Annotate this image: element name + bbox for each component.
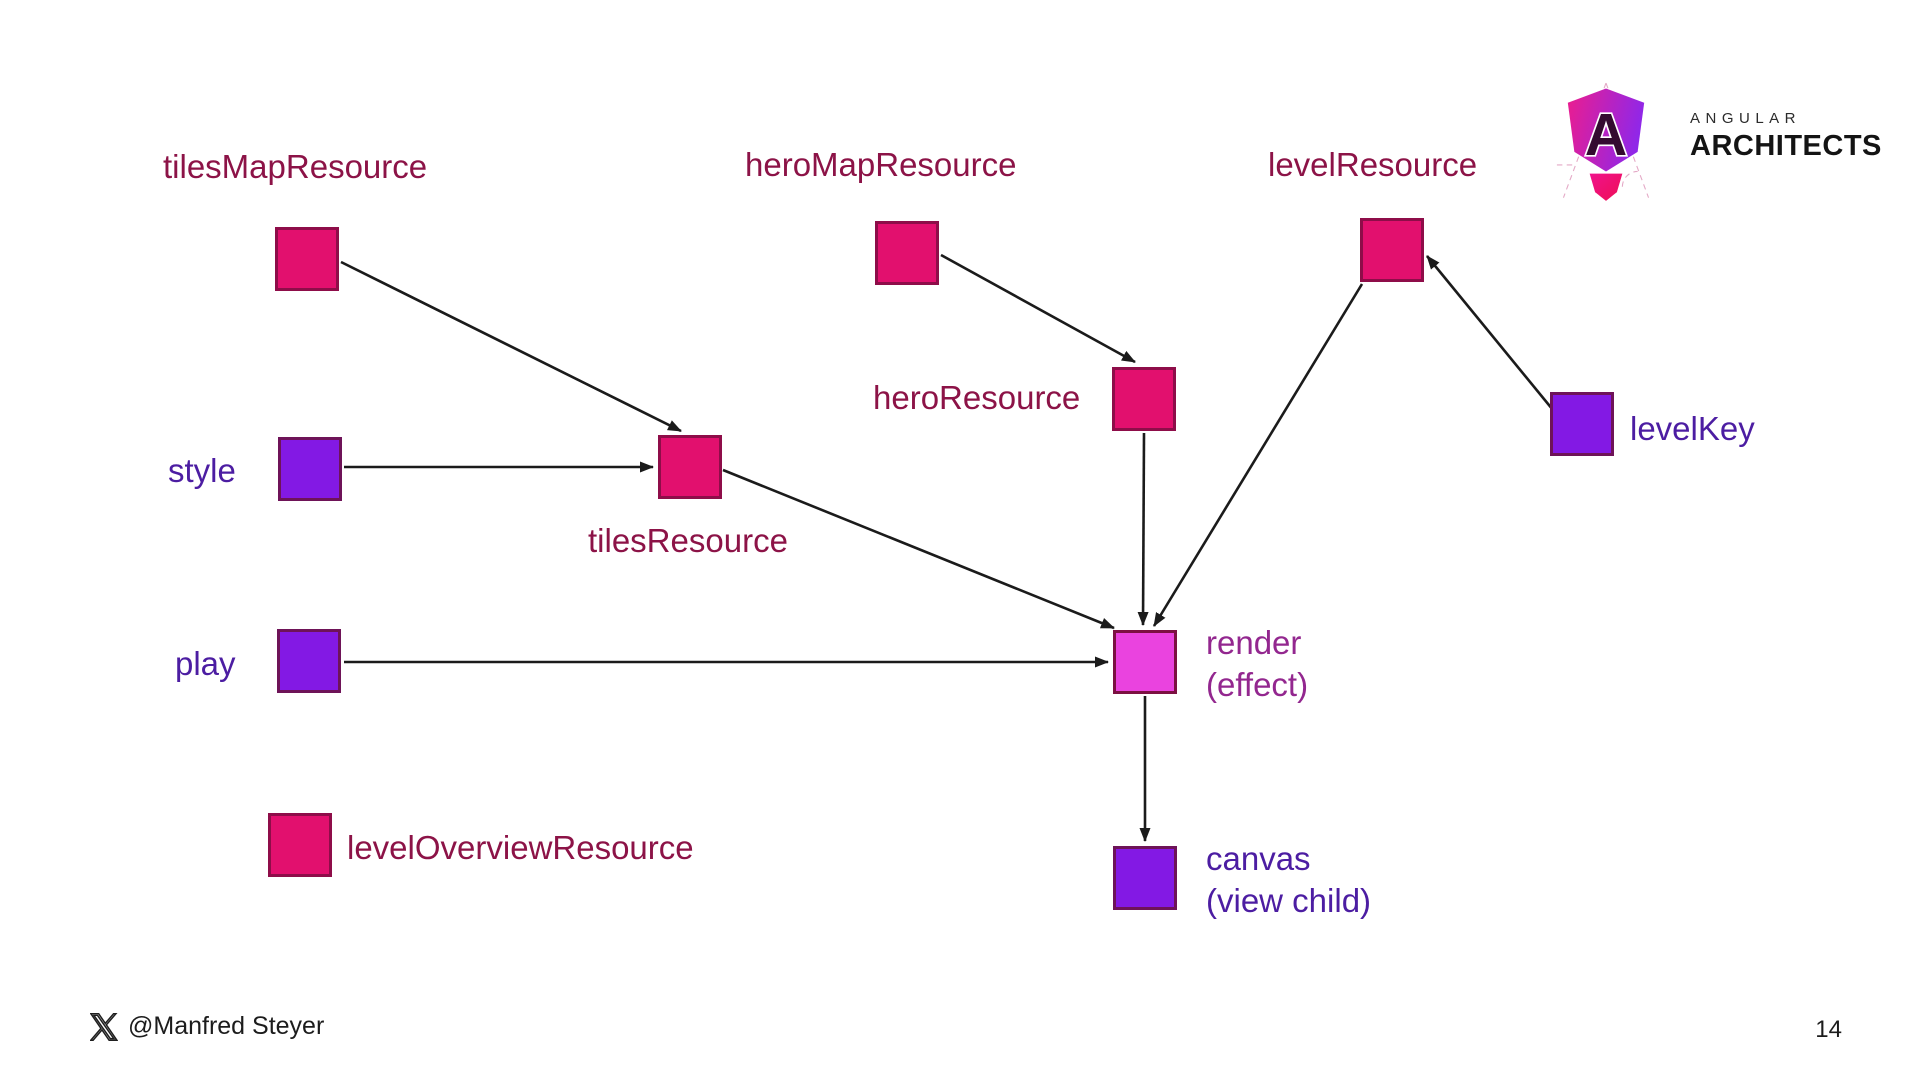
play-label: play bbox=[175, 645, 236, 682]
edge-tilesMapResource-to-tilesResource bbox=[340, 260, 682, 433]
node-play bbox=[277, 629, 341, 693]
node-heroMapResource bbox=[875, 221, 939, 285]
node-levelResource bbox=[1360, 218, 1424, 282]
footer-handle: @Manfred Steyer bbox=[128, 1012, 325, 1040]
canvas-label: canvas(view child) bbox=[1206, 840, 1372, 919]
node-heroResource bbox=[1112, 367, 1176, 431]
angular-architects-logo: A ANGULAR ARCHITECTS bbox=[1556, 82, 1881, 202]
footer: @Manfred Steyer bbox=[90, 1012, 324, 1041]
node-style bbox=[278, 437, 342, 501]
node-tilesMapResource bbox=[275, 227, 339, 291]
levelKey-label: levelKey bbox=[1630, 410, 1755, 447]
heroResource-label: heroResource bbox=[873, 379, 1081, 416]
logo-letter: A bbox=[1585, 103, 1628, 168]
edge-levelKey-to-levelResource bbox=[1425, 255, 1555, 411]
node-tilesResource bbox=[658, 435, 722, 499]
node-levelOverviewResource bbox=[268, 813, 332, 877]
tilesMapResource-label: tilesMapResource bbox=[163, 148, 428, 185]
levelOverviewResource-label: levelOverviewResource bbox=[347, 829, 694, 866]
style-label: style bbox=[168, 452, 236, 489]
tilesResource-label: tilesResource bbox=[588, 522, 788, 559]
logo-text-architects: ARCHITECTS bbox=[1690, 130, 1882, 162]
angular-architects-logo-icon: A bbox=[1556, 82, 1650, 201]
levelResource-label: levelResource bbox=[1268, 146, 1478, 183]
x-twitter-icon bbox=[90, 1012, 118, 1041]
edge-heroResource-to-render bbox=[1137, 432, 1149, 626]
node-canvas bbox=[1113, 846, 1177, 910]
heroMapResource-label: heroMapResource bbox=[745, 146, 1017, 183]
edge-heroMapResource-to-heroResource bbox=[940, 253, 1136, 364]
logo-text-angular: ANGULAR bbox=[1690, 110, 1802, 127]
page-number: 14 bbox=[1815, 1016, 1842, 1043]
render-label: render(effect) bbox=[1206, 624, 1309, 703]
node-levelKey bbox=[1550, 392, 1614, 456]
edge-levelResource-to-render bbox=[1152, 283, 1364, 627]
node-render bbox=[1113, 630, 1177, 694]
